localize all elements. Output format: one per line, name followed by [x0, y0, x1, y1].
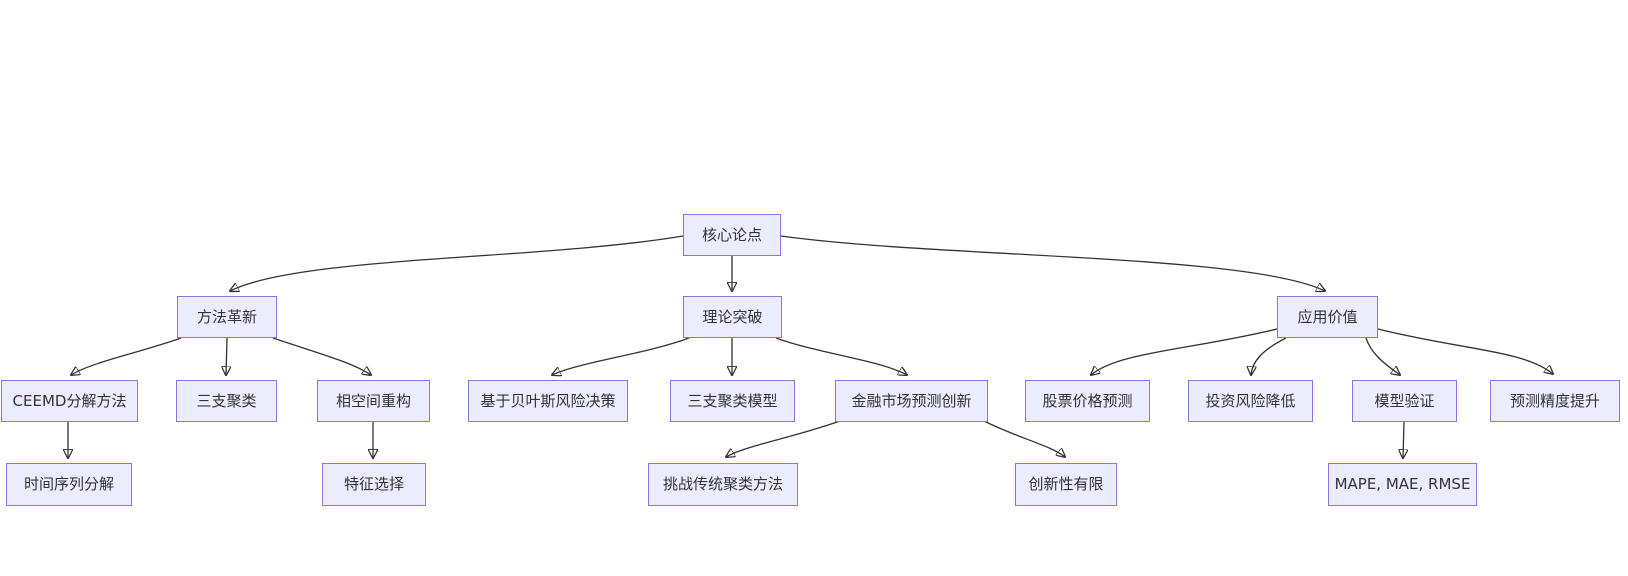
- node-time-series-decomposition: 时间序列分解: [6, 463, 132, 506]
- edge-method-innovation-to-three-way-clustering: [226, 337, 227, 375]
- edge-theoretical-breakthrough-to-financial-market-forecast-innovation: [775, 337, 907, 375]
- node-method-innovation: 方法革新: [177, 296, 277, 338]
- edge-application-value-to-investment-risk-reduction: [1251, 337, 1287, 375]
- node-stock-price-prediction: 股票价格预测: [1025, 380, 1150, 422]
- node-theoretical-breakthrough: 理论突破: [683, 296, 782, 338]
- edge-method-innovation-to-phase-space-reconstruction: [272, 337, 371, 375]
- node-challenge-traditional-clustering: 挑战传统聚类方法: [648, 463, 798, 506]
- edge-application-value-to-stock-price-prediction: [1091, 328, 1278, 375]
- node-ceemd-decomposition: CEEMD分解方法: [1, 380, 138, 422]
- edge-method-innovation-to-ceemd-decomposition: [71, 337, 182, 375]
- node-application-value: 应用价值: [1277, 296, 1378, 338]
- node-three-way-clustering: 三支聚类: [176, 380, 277, 422]
- node-bayesian-risk-decision: 基于贝叶斯风险决策: [468, 380, 628, 422]
- node-feature-selection: 特征选择: [322, 463, 426, 506]
- edge-financial-market-forecast-innovation-to-limited-novelty: [983, 420, 1065, 457]
- edge-core-thesis-to-method-innovation: [230, 235, 684, 291]
- node-three-way-clustering-model: 三支聚类模型: [670, 380, 795, 422]
- node-model-validation: 模型验证: [1352, 380, 1457, 422]
- edge-theoretical-breakthrough-to-bayesian-risk-decision: [552, 337, 690, 375]
- node-error-metrics: MAPE, MAE, RMSE: [1328, 463, 1477, 506]
- node-limited-novelty: 创新性有限: [1015, 463, 1117, 506]
- edge-application-value-to-forecast-accuracy-improvement: [1377, 328, 1553, 374]
- node-financial-market-forecast-innovation: 金融市场预测创新: [835, 380, 988, 422]
- edge-model-validation-to-error-metrics: [1403, 421, 1404, 458]
- node-forecast-accuracy-improvement: 预测精度提升: [1490, 380, 1620, 422]
- node-phase-space-reconstruction: 相空间重构: [317, 380, 430, 422]
- edge-core-thesis-to-application-value: [780, 235, 1325, 291]
- node-investment-risk-reduction: 投资风险降低: [1188, 380, 1313, 422]
- edge-application-value-to-model-validation: [1365, 337, 1400, 375]
- node-core-thesis: 核心论点: [683, 214, 781, 256]
- edge-financial-market-forecast-innovation-to-challenge-traditional-clustering: [726, 420, 841, 457]
